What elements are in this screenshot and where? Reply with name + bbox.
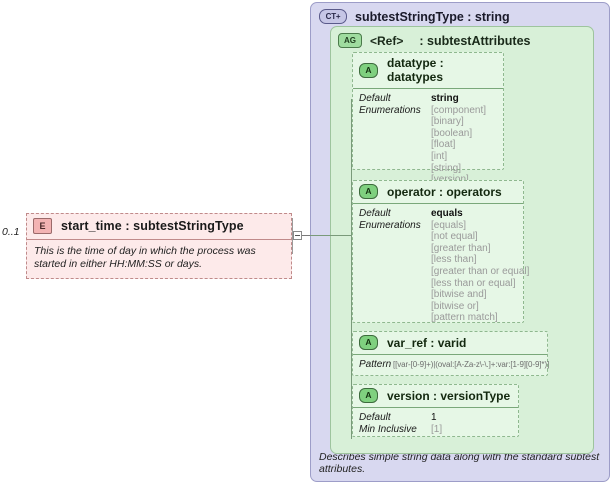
facet-label-list: Default Min Inclusive (359, 412, 431, 435)
attribute-title: datatype : datatypes (387, 56, 444, 84)
attribute-group-header: AG <Ref> : subtestAttributes (331, 27, 593, 52)
facet-value-enum: [string] (431, 162, 462, 174)
facet-value-enum: [pattern match] (431, 312, 498, 324)
facet-label: Enumerations (359, 219, 421, 231)
element-annotation: This is the time of day in which the pro… (34, 245, 256, 271)
attribute-header-var-ref: A var_ref : varid (353, 332, 547, 355)
facet-value-plain: 1 (431, 412, 437, 423)
facet-value-list: 1 [1] (431, 412, 512, 435)
facet-value-enum: [greater than] (431, 242, 491, 254)
facet-value-enum: [less than or equal] (431, 277, 516, 289)
facet-value-enum: [bitwise or] (431, 300, 479, 312)
attribute-icon: A (359, 184, 378, 199)
facet-label-list: Default Enumerations (359, 93, 431, 186)
attribute-header-datatype: A datatype : datatypes (353, 53, 503, 89)
facet-label: Min Inclusive (359, 423, 417, 435)
facet-value-default: string (431, 93, 459, 104)
attribute-body-version: Default Min Inclusive 1 [1] (353, 408, 518, 440)
attribute-title: version : versionType (387, 388, 511, 403)
facet-value-enum: [component] (431, 104, 487, 116)
facet-value-enum: [binary] (431, 116, 464, 128)
attribute-icon: A (359, 335, 378, 350)
attribute-title: operator : operators (387, 184, 502, 199)
attribute-header-version: A version : versionType (353, 385, 518, 408)
facet-label: Enumerations (359, 104, 421, 116)
attribute-group-title: : subtestAttributes (419, 33, 531, 48)
facet-value-list: string [component] [binary] [boolean] [f… (431, 93, 497, 186)
facet-value-list: equals [equals] [not equal] [greater tha… (431, 208, 530, 324)
cardinality-label: 0..1 (2, 226, 20, 238)
attribute-icon: A (359, 388, 378, 403)
complex-type-header: CT+ subtestStringType : string (311, 3, 609, 28)
attribute-group-icon: AG (338, 33, 362, 48)
facet-value-enum: [int] (431, 150, 448, 162)
element-title: start_time : subtestStringType (61, 219, 244, 233)
attribute-box-operator[interactable]: A operator : operators Default Enumerati… (352, 180, 529, 323)
facet-value-enum: [boolean] (431, 127, 473, 139)
attribute-body-datatype: Default Enumerations string [component] … (353, 89, 503, 191)
facet-label-list: Default Enumerations (359, 208, 431, 324)
facet-value-enum: [not equal] (431, 231, 478, 243)
facet-label: Default (359, 93, 391, 104)
attribute-box-var-ref[interactable]: A var_ref : varid Pattern [[var-[0-9]+)|… (352, 331, 550, 376)
attribute-body-operator: Default Enumerations equals [equals] [no… (353, 204, 530, 329)
facet-value-enum: [equals] (431, 219, 467, 231)
element-header: E start_time : subtestStringType (27, 214, 291, 240)
attribute-header-operator: A operator : operators (353, 181, 523, 204)
facet-label: Default (359, 208, 391, 219)
attribute-box-version[interactable]: A version : versionType Default Min Incl… (352, 384, 519, 437)
facet-value-enum: [less than] (431, 254, 477, 266)
facet-value-default: equals (431, 208, 463, 219)
facet-label: Default (359, 412, 391, 423)
tree-trunk (351, 99, 352, 439)
attribute-group-ref: <Ref> (370, 33, 404, 48)
element-box-start-time[interactable]: E start_time : subtestStringType This is… (26, 213, 292, 279)
complex-type-icon: CT+ (319, 9, 347, 24)
tree-entry-line (310, 235, 351, 236)
facet-value-enum: [1] (431, 423, 443, 435)
facet-value-enum: [bitwise and] (431, 289, 487, 301)
collapse-toggle-icon[interactable] (293, 231, 302, 240)
complex-type-title: subtestStringType : string (355, 9, 510, 24)
facet-value-enum: [greater than or equal] (431, 265, 530, 277)
element-type-icon: E (33, 218, 52, 234)
attribute-title: var_ref : varid (387, 335, 467, 350)
attribute-body-var-ref: Pattern [[var-[0-9]+)|(oval:[A-Za-z\-\.]… (353, 355, 550, 376)
facet-label-list: Pattern (359, 359, 393, 371)
facet-value-enum: [version] (431, 174, 497, 186)
attribute-icon: A (359, 62, 378, 78)
facet-label: Pattern (359, 359, 392, 370)
facet-value-pattern: [[var-[0-9]+)|(oval:[A-Za-z\-\.]+:var:[1… (393, 360, 550, 369)
complex-type-annotation: Describes simple string data along with … (319, 451, 600, 475)
attribute-box-datatype[interactable]: A datatype : datatypes Default Enumerati… (352, 52, 504, 185)
connector-stub (292, 218, 293, 254)
facet-value-list: [[var-[0-9]+)|(oval:[A-Za-z\-\.]+:var:[1… (393, 359, 550, 371)
facet-value-enum: [float] (431, 139, 456, 151)
